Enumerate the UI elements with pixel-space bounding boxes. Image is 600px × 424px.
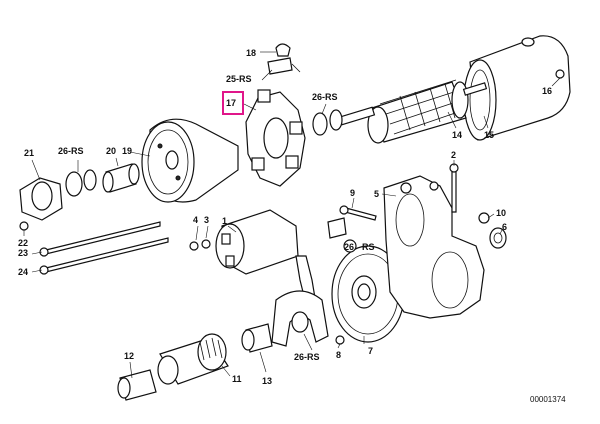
document-number: 00001374 bbox=[530, 395, 566, 404]
part-solenoid-1 bbox=[215, 209, 299, 275]
callout-4: 4 bbox=[193, 215, 198, 225]
part-nut-10 bbox=[478, 212, 490, 224]
callout-2: 2 bbox=[451, 150, 456, 160]
callout-15: 15 bbox=[484, 130, 494, 140]
part-brush-25rs bbox=[267, 57, 301, 75]
part-bolt-2 bbox=[449, 163, 459, 213]
part-washer-26rs-c bbox=[65, 171, 83, 197]
callout-5: 5 bbox=[374, 189, 379, 199]
part-bushing-13 bbox=[241, 323, 273, 353]
part-washer-26rs-d bbox=[83, 169, 97, 191]
part-brush-plate-17 bbox=[245, 89, 306, 187]
part-nut-4 bbox=[189, 241, 199, 251]
part-through-bolt-24 bbox=[39, 237, 169, 275]
part-screw-9 bbox=[339, 205, 377, 221]
callout-11: 11 bbox=[232, 374, 242, 384]
part-plunger-26rs bbox=[327, 217, 357, 253]
callout-16: 16 bbox=[542, 86, 552, 96]
part-pinion-11 bbox=[157, 333, 229, 385]
part-washer-26rs-a bbox=[312, 112, 328, 136]
callout-21: 21 bbox=[24, 148, 34, 158]
part-shim-plate-26rs bbox=[271, 290, 329, 347]
part-sleeve-6 bbox=[489, 227, 507, 249]
callout-26-rs-left: 26-RS bbox=[58, 146, 84, 156]
part-through-bolt-23 bbox=[39, 221, 161, 257]
leader-lines bbox=[23, 51, 561, 379]
callout-26-rs-bottom: 26-RS bbox=[294, 352, 320, 362]
callout-9: 9 bbox=[350, 188, 355, 198]
callout-1: 1 bbox=[222, 216, 227, 226]
callout-20: 20 bbox=[106, 146, 116, 156]
callout-3: 3 bbox=[204, 215, 209, 225]
callout-23: 23 bbox=[18, 248, 28, 258]
callout-18: 18 bbox=[246, 48, 256, 58]
callout-14: 14 bbox=[452, 130, 462, 140]
part-cap-21 bbox=[19, 177, 63, 221]
callout-10: 10 bbox=[496, 208, 506, 218]
part-screw-8 bbox=[335, 335, 345, 345]
part-drive-housing-5 bbox=[383, 175, 485, 319]
part-drive-end-bearing-7 bbox=[331, 245, 405, 343]
part-ring-12 bbox=[117, 369, 157, 401]
callout-rs: RS bbox=[362, 242, 375, 252]
callout-8: 8 bbox=[336, 350, 341, 360]
part-screw-22 bbox=[19, 221, 29, 231]
callout-22: 22 bbox=[18, 238, 28, 248]
callout-13: 13 bbox=[262, 376, 272, 386]
callout-6: 6 bbox=[502, 222, 507, 232]
callout-12: 12 bbox=[124, 351, 134, 361]
callout-19: 19 bbox=[122, 146, 132, 156]
callout-26: 26 bbox=[344, 242, 354, 252]
part-nut-3 bbox=[201, 239, 211, 249]
callout-7: 7 bbox=[368, 346, 373, 356]
callout-26-rs-top: 26-RS bbox=[312, 92, 338, 102]
part-bushing-20 bbox=[102, 163, 140, 193]
callout-25-rs: 25-RS bbox=[226, 74, 252, 84]
part-washer-26rs-b bbox=[329, 109, 343, 131]
part-housing-15 bbox=[463, 35, 571, 141]
part-armature-14 bbox=[338, 79, 488, 144]
callout-17-highlight: 17 bbox=[222, 91, 244, 115]
callout-17: 17 bbox=[226, 98, 236, 108]
callout-24: 24 bbox=[18, 267, 28, 277]
part-end-cover-19 bbox=[141, 118, 239, 203]
part-clip-18 bbox=[275, 43, 291, 57]
